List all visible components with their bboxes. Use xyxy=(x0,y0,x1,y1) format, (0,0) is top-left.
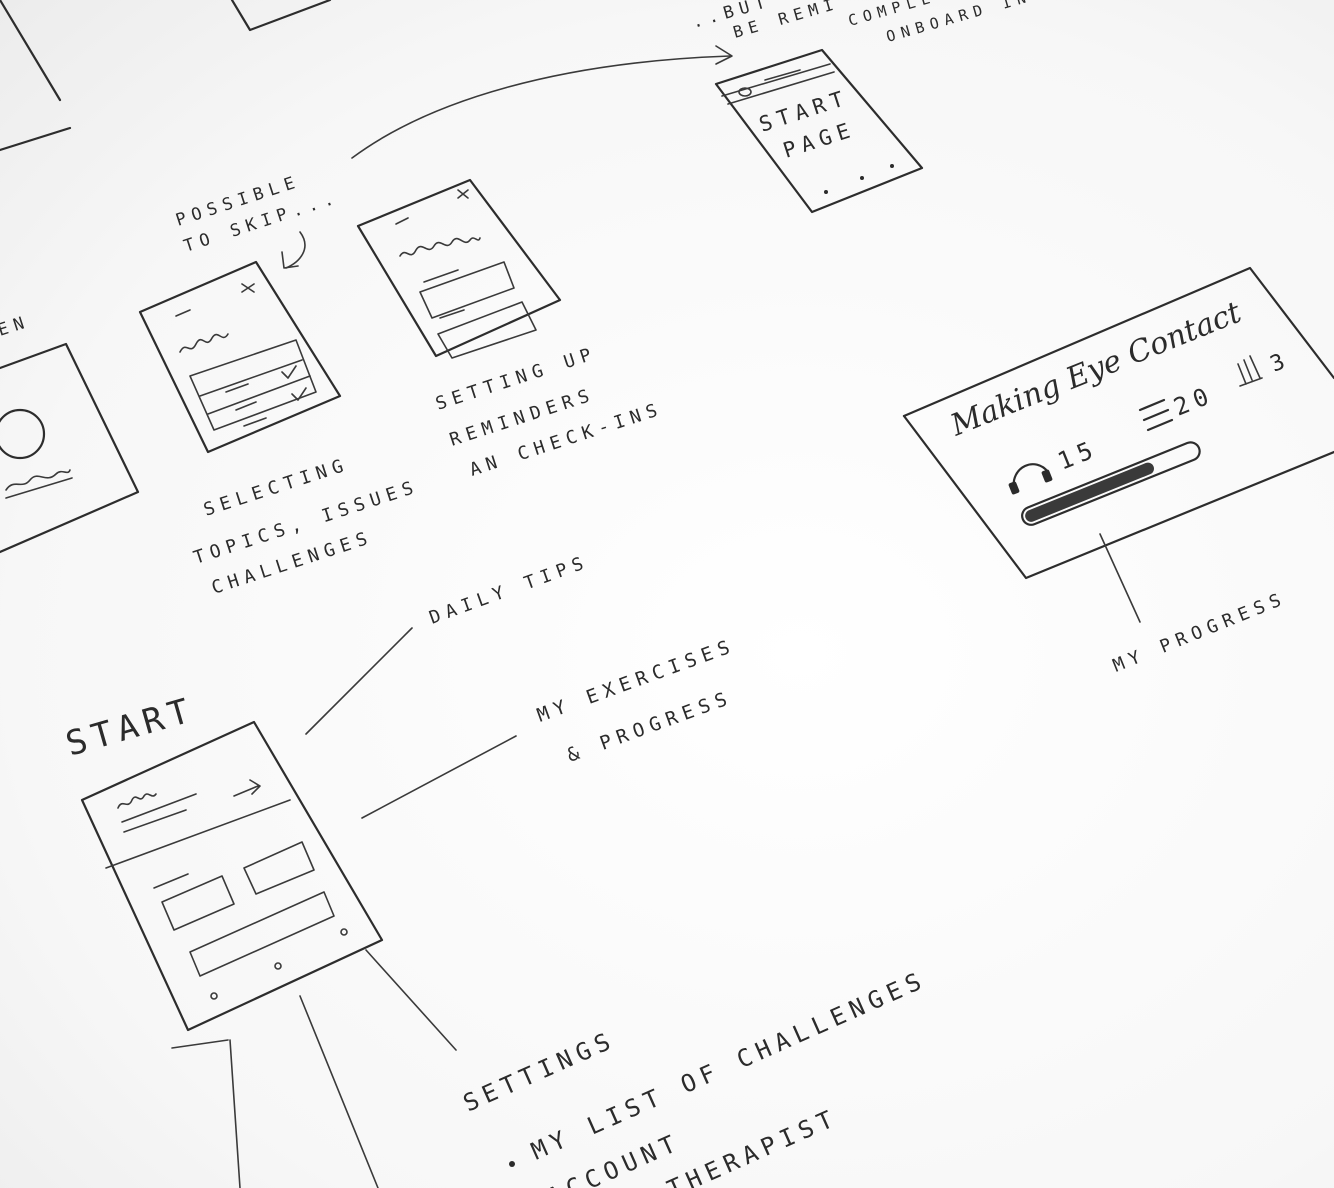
headphones-icon xyxy=(1008,463,1053,495)
exercise-card-caption: MY PROGRESS xyxy=(1110,588,1290,677)
exercise-card-title: Making Eye Contact xyxy=(945,295,1247,444)
progress-bar xyxy=(1021,441,1201,526)
start-screen: START xyxy=(61,690,384,1032)
top-left-partial-screen xyxy=(0,0,332,152)
settings-title: SETTINGS xyxy=(459,1025,620,1117)
left-edge-screen: EN xyxy=(0,312,140,554)
start-screen-title: START xyxy=(61,690,199,765)
skip-note: POSSIBLE TO SKIP... xyxy=(173,172,342,269)
progress-bar-fill xyxy=(1025,462,1154,522)
reminders-caption: SETTING UP REMINDERS AN CHECK-INS xyxy=(433,343,666,481)
exercise-stat-list: 20 xyxy=(1170,380,1218,421)
exercise-card: Making Eye Contact 15 20 3 MY PROGRESS xyxy=(902,266,1334,677)
start-page-screen: START PAGE xyxy=(714,48,924,214)
chart-icon xyxy=(1237,355,1263,387)
skip-arrow xyxy=(351,45,733,159)
top-notes: ..BUT BE REMI COMPLE ONBOARD INC xyxy=(690,0,1048,46)
left-edge-fragment: EN xyxy=(0,312,32,341)
topics-screen xyxy=(138,260,342,454)
exercise-stat-listen: 15 xyxy=(1054,434,1102,475)
topics-caption: SELECTING TOPICS, ISSUES CHALLENGES xyxy=(191,454,422,599)
settings-item-1: MY LIST OF CHALLENGES xyxy=(527,965,931,1165)
reminders-screen xyxy=(356,178,562,359)
settings-item-3: THERAPIST xyxy=(663,1103,843,1188)
branch-daily-tips: DAILY TIPS xyxy=(427,551,592,628)
exercise-stat-chart: 3 xyxy=(1267,347,1294,377)
settings-branch: SETTINGS MY LIST OF CHALLENGES ACCOUNT T… xyxy=(459,965,931,1188)
list-icon xyxy=(1138,398,1174,432)
